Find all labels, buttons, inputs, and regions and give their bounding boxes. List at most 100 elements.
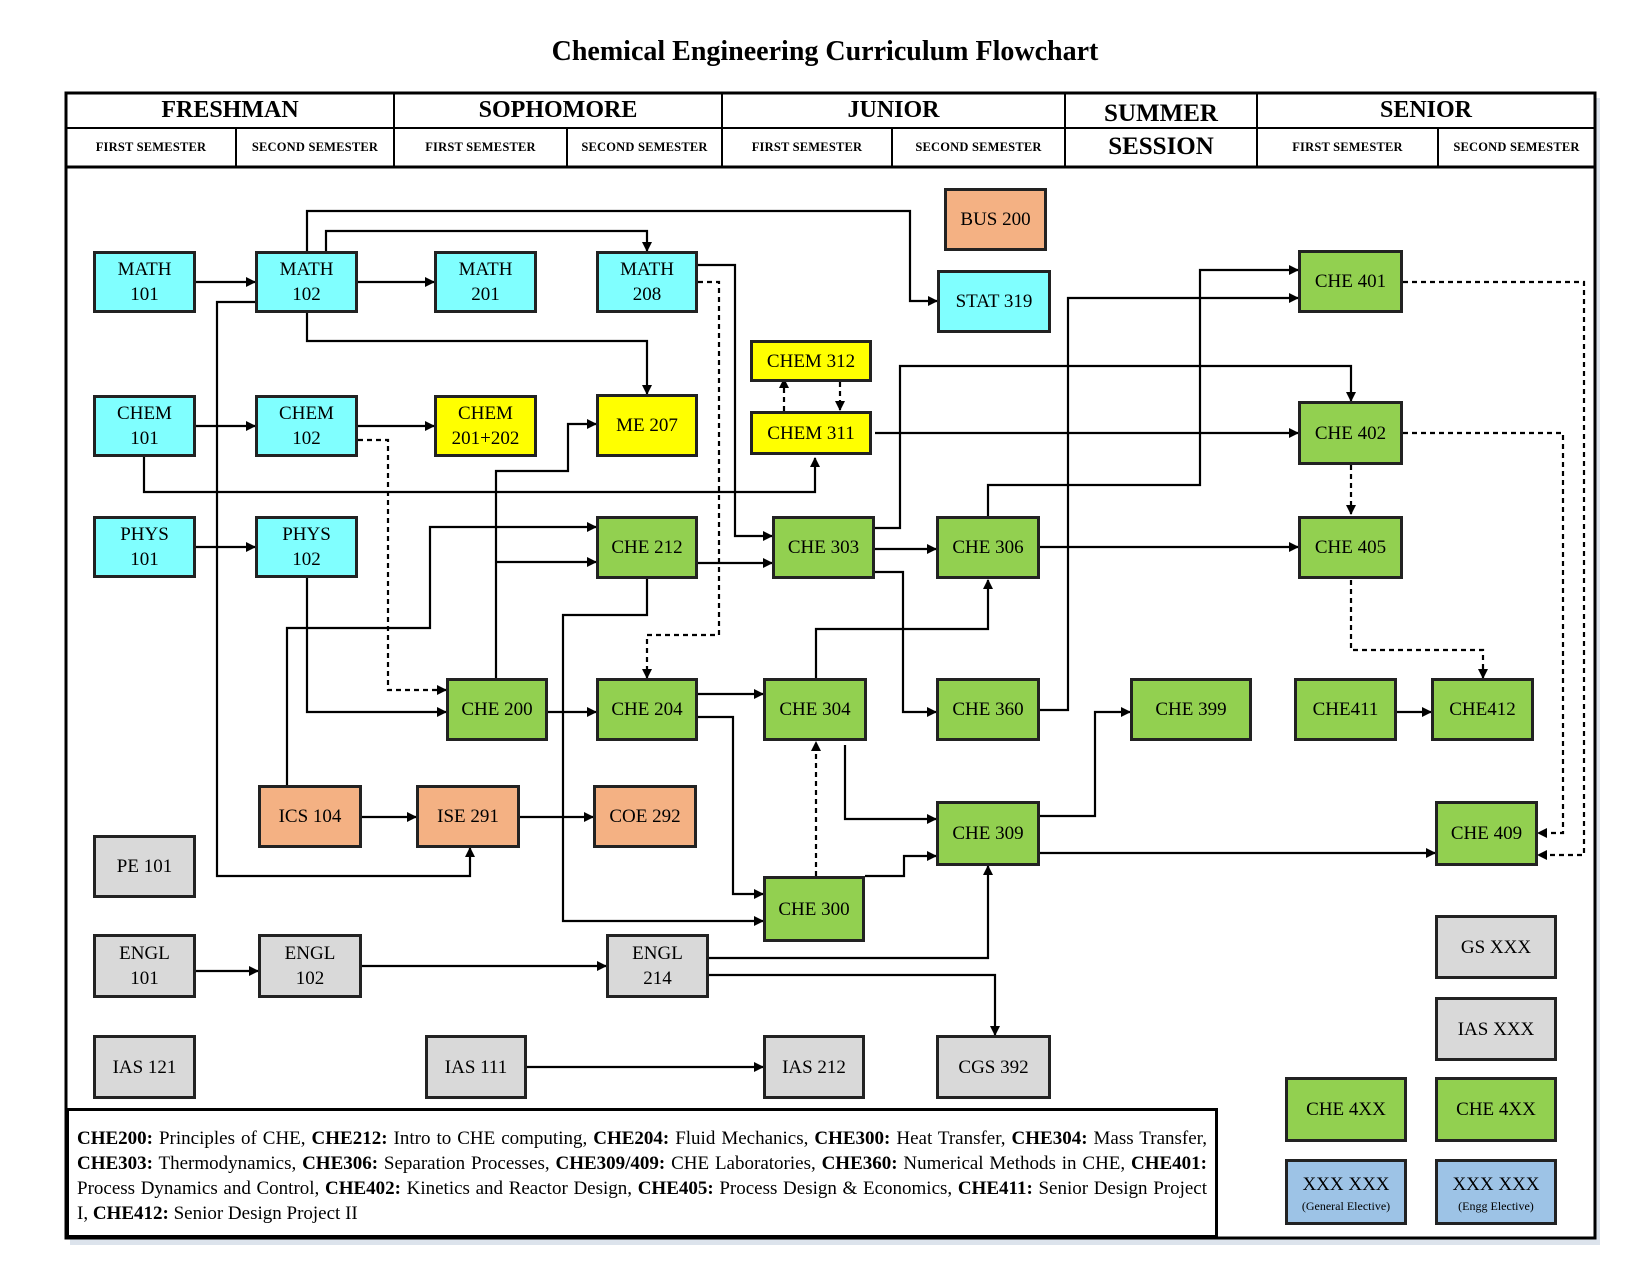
- course-chem-201-202: CHEM 201+202: [434, 395, 537, 457]
- course-phys-102: PHYS 102: [255, 516, 358, 578]
- course-engg-elective: XXX XXX (Engg Elective): [1435, 1159, 1557, 1225]
- course-number: 102: [292, 428, 321, 449]
- legend-code: CHE306:: [302, 1153, 379, 1174]
- conn-che360-che401: [1040, 293, 1299, 712]
- course-che-212: CHE 212: [596, 516, 698, 579]
- course-label: CHEM 312: [766, 350, 856, 372]
- legend-code: CHE304:: [1011, 1128, 1088, 1149]
- page-title: Chemical Engineering Curriculum Flowchar…: [551, 36, 1099, 67]
- legend-code: CHE412:: [92, 1203, 169, 1224]
- course-che-409: CHE 409: [1435, 801, 1538, 866]
- course-prefix: CHEM: [458, 403, 513, 424]
- course-che-309: CHE 309: [936, 801, 1040, 866]
- course-label: CHE 402: [1314, 422, 1387, 444]
- course-label: CHEM 311: [767, 422, 855, 444]
- legend-desc: Senior Design Project II: [168, 1203, 358, 1224]
- legend-code: CHE360:: [821, 1153, 898, 1174]
- legend-code: CHE411:: [957, 1178, 1033, 1199]
- course-number: 201: [471, 284, 500, 305]
- course-number: 201+202: [451, 428, 520, 449]
- course-prefix: ENGL: [632, 943, 683, 964]
- legend-desc: Process Design & Economics,: [713, 1178, 958, 1199]
- legend-code: CHE200:: [77, 1128, 153, 1149]
- legend-desc: Intro to CHE computing,: [387, 1128, 594, 1149]
- course-ics-104: ICS 104: [258, 785, 362, 848]
- conn-che303-che360: [875, 570, 937, 717]
- freshman-second-semester: SECOND SEMESTER: [251, 140, 379, 154]
- conn-che304-che309: [843, 745, 937, 824]
- course-label: IAS 212: [782, 1056, 846, 1078]
- senior-second-semester: SECOND SEMESTER: [1453, 140, 1580, 154]
- legend-desc: Senior Design Project I,: [77, 1178, 1208, 1224]
- course-che-4xx-2: CHE 4XX: [1435, 1077, 1557, 1142]
- course-ias-111: IAS 111: [425, 1035, 527, 1099]
- legend-desc: Kinetics and Reactor Design,: [400, 1178, 638, 1199]
- course-chem-312: CHEM 312: [750, 340, 872, 382]
- course-label: CHE 212: [611, 537, 683, 558]
- course-label: CHE 399: [1155, 699, 1227, 720]
- course-prefix: MATH: [117, 259, 172, 280]
- course-label: ICS 104: [278, 806, 342, 827]
- conn-math102-math208: [324, 229, 652, 252]
- conn-chem101-chem311: [142, 456, 820, 494]
- course-number: 102: [292, 549, 321, 570]
- course-label: XXX XXX: [1452, 1173, 1540, 1195]
- conn-math102-me207: [305, 312, 652, 395]
- course-label: COE 292: [609, 806, 681, 827]
- course-che-360: CHE 360: [936, 678, 1040, 741]
- conn-ics104-che212: [285, 522, 597, 785]
- freshman-first-semester: FIRST SEMESTER: [95, 140, 207, 154]
- course-me-207: ME 207: [596, 394, 698, 457]
- course-label: ME 207: [616, 415, 678, 436]
- elective-type: (Engg Elective): [1458, 1198, 1534, 1213]
- course-prefix: ENGL: [119, 943, 170, 964]
- course-label: BUS 200: [960, 209, 1031, 230]
- conn-che204-che300: [698, 715, 764, 899]
- course-label: CHE 401: [1314, 271, 1387, 292]
- course-label: CHE 309: [952, 823, 1024, 844]
- course-label: CHE 300: [778, 898, 850, 920]
- course-legend: CHE200: Principles of CHE, CHE212: Intro…: [66, 1108, 1218, 1238]
- course-number: 101: [130, 428, 159, 449]
- course-prefix: PHYS: [120, 524, 169, 545]
- course-pe-101: PE 101: [93, 835, 196, 898]
- conn-che212-che300: [561, 579, 764, 926]
- course-phys-101: PHYS 101: [93, 516, 196, 578]
- dconn-chem102-che200: [358, 438, 447, 695]
- course-label: CHE 200: [461, 699, 533, 720]
- sophomore-second-semester: SECOND SEMESTER: [581, 140, 708, 154]
- course-label: IAS 121: [112, 1056, 177, 1078]
- year-junior: JUNIOR: [847, 97, 940, 123]
- conn-che309-che399: [1040, 707, 1131, 818]
- legend-desc: CHE Laboratories,: [665, 1153, 822, 1174]
- course-label: ISE 291: [437, 806, 499, 827]
- course-che-303: CHE 303: [772, 516, 875, 579]
- conn-che200-me207: [494, 419, 597, 678]
- course-number: 102: [295, 968, 325, 989]
- course-coe-292: COE 292: [593, 785, 697, 848]
- conn-engl214-che309: [709, 865, 993, 960]
- course-number: 101: [130, 284, 159, 305]
- conn-che303-che402: [875, 364, 1356, 530]
- course-label: CHE 306: [952, 537, 1024, 558]
- course-number: 101: [130, 549, 159, 570]
- course-number: 101: [130, 968, 159, 989]
- course-che-399: CHE 399: [1130, 678, 1252, 741]
- legend-desc: Fluid Mechanics,: [669, 1128, 815, 1149]
- course-prefix: PHYS: [282, 524, 331, 545]
- course-prefix: CHEM: [279, 403, 334, 424]
- course-label: XXX XXX: [1302, 1173, 1390, 1195]
- course-label: STAT 319: [955, 291, 1033, 312]
- conn-phys102-che200: [305, 578, 447, 717]
- course-ise-291: ISE 291: [416, 785, 520, 848]
- course-label: CHE 405: [1314, 537, 1387, 558]
- course-label: GS XXX: [1460, 936, 1532, 958]
- course-che-304: CHE 304: [763, 678, 867, 741]
- course-ias-121: IAS 121: [93, 1035, 196, 1099]
- conn-che300-che309: [865, 851, 937, 878]
- legend-desc: Process Dynamics and Control,: [77, 1178, 325, 1199]
